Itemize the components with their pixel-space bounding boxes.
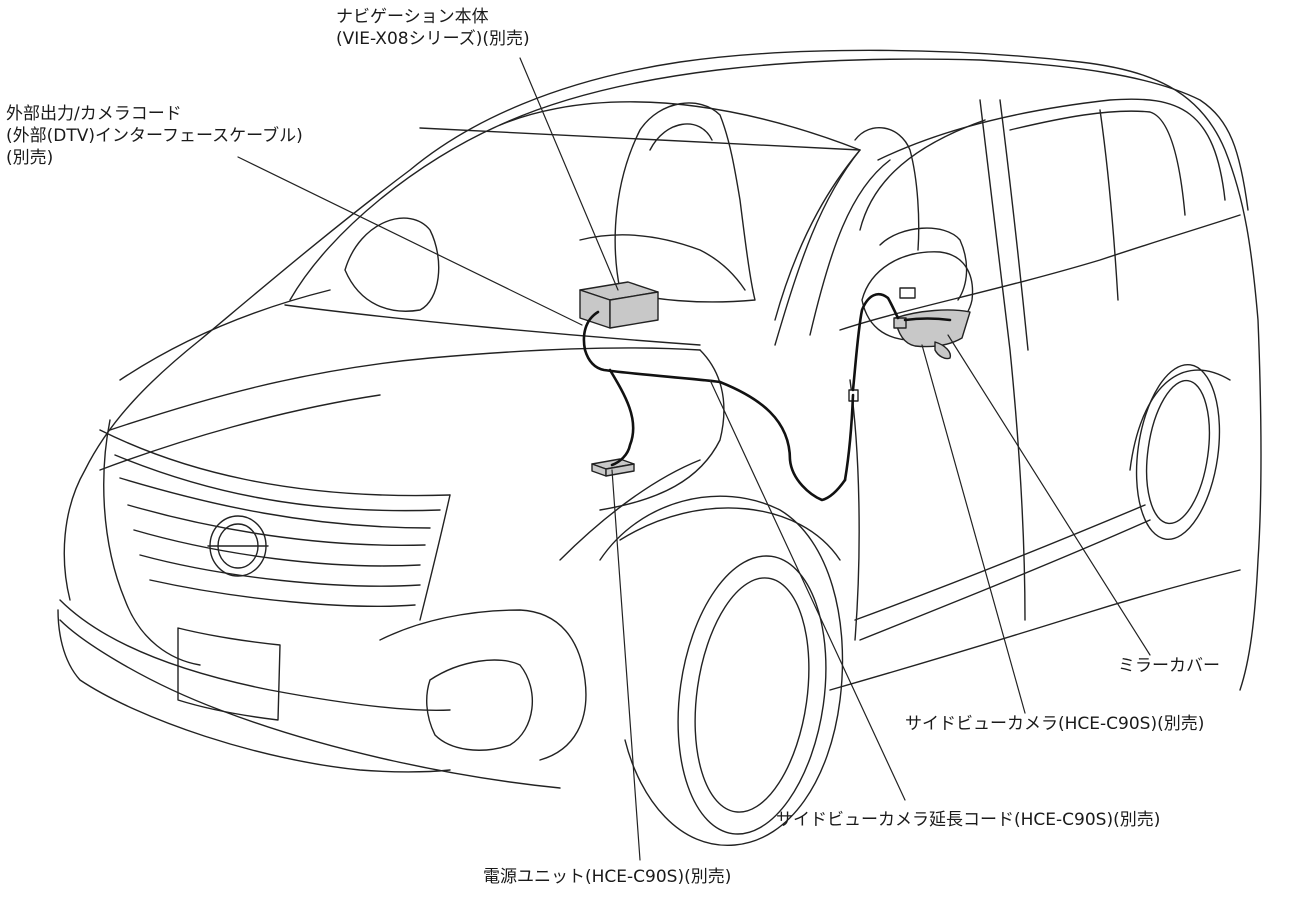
navigation-unit	[579, 281, 659, 329]
front-grille	[99, 419, 451, 666]
license-plate	[177, 627, 281, 721]
label-side-camera: サイドビューカメラ(HCE-C90S)(別売)	[905, 714, 1205, 734]
power-unit	[591, 458, 635, 477]
front-wheel	[599, 495, 844, 846]
label-navigation-unit-line2: (VIE-X08シリーズ)(別売)	[336, 29, 530, 49]
label-power-unit: 電源ユニット(HCE-C90S)(別売)	[483, 867, 732, 887]
front-bumper	[59, 459, 701, 761]
rear-wheel	[1129, 363, 1231, 541]
label-mirror-cover: ミラーカバー	[1118, 656, 1220, 676]
label-navigation-unit-line1: ナビゲーション本体	[336, 7, 489, 27]
leader-lines	[237, 57, 1151, 861]
cables	[582, 293, 952, 502]
label-navigation-unit: ナビゲーション本体 (VIE-X08シリーズ)(別売)	[336, 6, 530, 50]
side-mirror	[861, 251, 974, 341]
seats	[344, 102, 968, 312]
label-cable-line3: (別売)	[6, 148, 54, 168]
label-cable-line2: (外部(DTV)インターフェースケーブル)	[6, 126, 303, 146]
label-cable-line1: 外部出力/カメラコード	[6, 104, 182, 124]
label-cable: 外部出力/カメラコード (外部(DTV)インターフェースケーブル) (別売)	[6, 103, 303, 169]
vehicle-body	[57, 49, 1262, 789]
label-extension-cord: サイドビューカメラ延長コード(HCE-C90S)(別売)	[776, 810, 1161, 830]
